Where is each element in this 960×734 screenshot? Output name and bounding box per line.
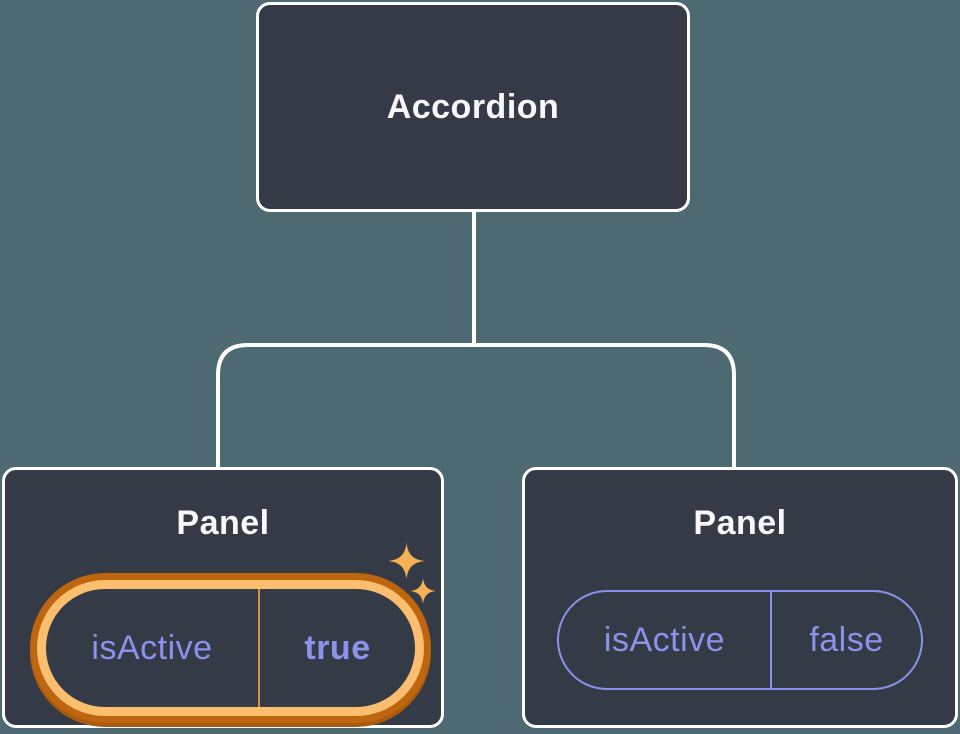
panel-node-active: Panel isActive true	[2, 467, 444, 728]
accordion-node: Accordion	[256, 2, 690, 212]
state-value-label: false	[809, 621, 884, 659]
state-value-cell: true	[260, 589, 415, 707]
state-name-cell: isActive	[559, 592, 770, 688]
state-value-cell: false	[772, 592, 921, 688]
state-value-label: true	[304, 629, 371, 667]
sparkle-icon-large	[388, 543, 425, 579]
state-pill-active: isActive true	[37, 580, 424, 716]
state-name-label: isActive	[91, 629, 213, 667]
accordion-node-label: Accordion	[386, 88, 560, 126]
sparkle-icon-small	[410, 578, 436, 604]
state-pill-inactive: isActive false	[557, 590, 923, 690]
panel-node-label: Panel	[176, 504, 270, 542]
panel-node-label: Panel	[693, 504, 787, 542]
pill-divider	[258, 589, 260, 707]
state-name-cell: isActive	[46, 589, 258, 707]
state-name-label: isActive	[603, 621, 726, 659]
panel-node-inactive: Panel isActive false	[522, 467, 958, 728]
pill-divider	[770, 592, 772, 688]
